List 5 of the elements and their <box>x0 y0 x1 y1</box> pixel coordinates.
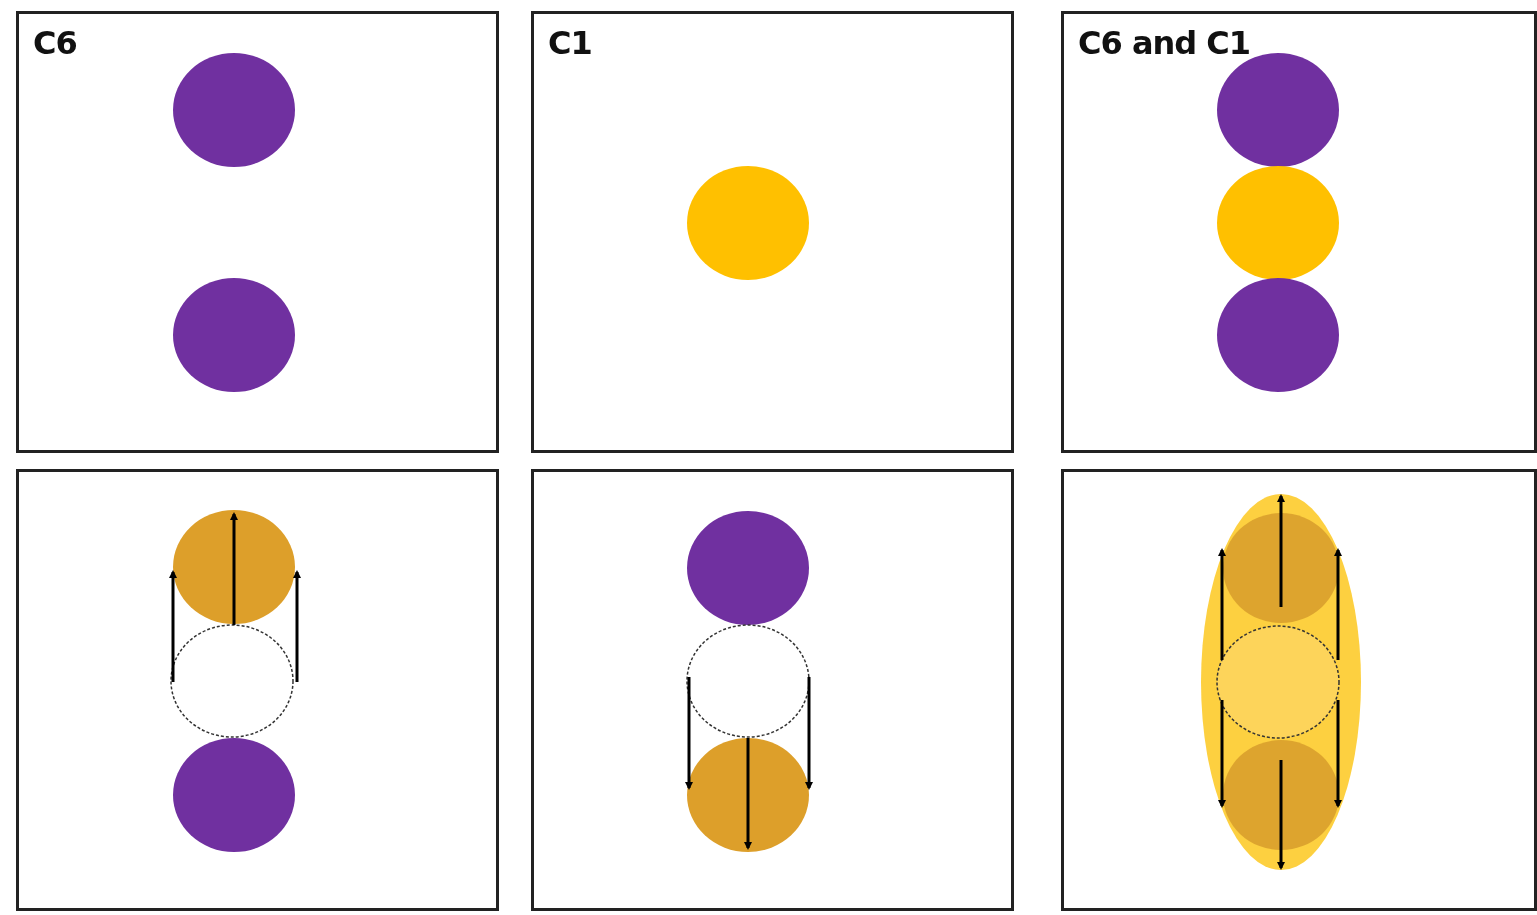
panel-title: C6 and C1 <box>1078 24 1251 62</box>
panel-frame <box>531 11 1014 453</box>
panel-title: C1 <box>548 24 592 62</box>
panel-title: C6 <box>33 24 77 62</box>
panel-frame <box>16 11 499 453</box>
